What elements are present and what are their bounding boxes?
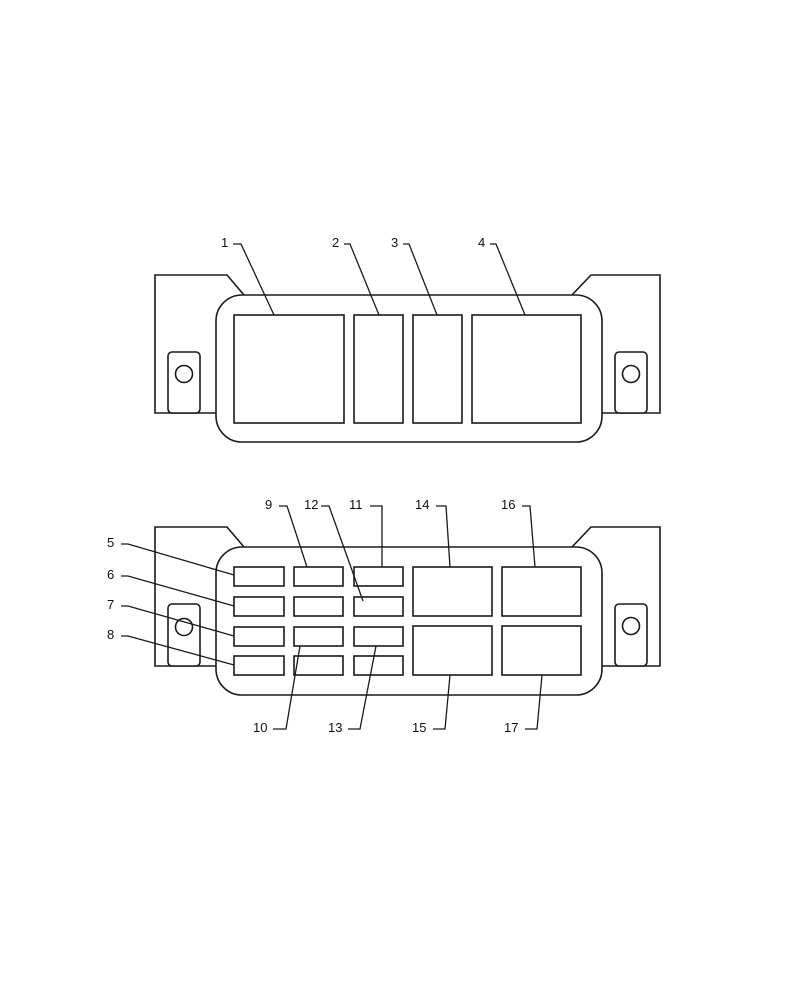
callout-9: 9 [265,497,272,512]
leader-14 [436,505,451,568]
fuse-col2-row2 [293,596,344,617]
leader-13 [348,645,377,730]
slot-2 [353,314,404,424]
leader-16 [522,505,536,568]
leader-12 [321,505,364,602]
fuse-7 [233,626,285,647]
fuse-5 [233,566,285,587]
leader-9 [279,505,308,568]
callout-17: 17 [504,720,518,735]
leader-17 [525,674,543,730]
leader-15 [433,674,451,730]
fuse-6 [233,596,285,617]
callout-4: 4 [478,235,485,250]
bottom-fuse-box: 5 6 7 8 9 10 11 12 13 14 15 16 17 [107,497,661,735]
callout-6: 6 [107,567,114,582]
relay-17 [501,625,582,676]
callout-3: 3 [391,235,398,250]
leader-10 [273,645,301,730]
relay-15 [412,625,493,676]
fuse-col3-row3 [353,626,404,647]
relay-16 [501,566,582,617]
leader-4 [490,243,526,316]
fuse-col2-row3 [293,626,344,647]
leader-7 [121,605,235,637]
fuse-10 [293,655,344,676]
right-mount-hole [621,364,641,384]
left-mount-hole [174,617,194,637]
slot-1 [233,314,345,424]
callout-13: 13 [328,720,342,735]
callout-8: 8 [107,627,114,642]
callout-15: 15 [412,720,426,735]
fuse-13 [353,655,404,676]
callout-16: 16 [501,497,515,512]
fuse-12 [353,596,404,617]
callout-14: 14 [415,497,429,512]
right-mount-hole [621,616,641,636]
leader-6 [121,575,235,607]
callout-12: 12 [304,497,318,512]
callout-1: 1 [221,235,228,250]
top-relay-box: 1 2 3 4 [154,235,661,443]
slot-3 [412,314,463,424]
fuse-9 [293,566,344,587]
leader-1 [233,243,275,316]
leader-3 [403,243,438,316]
callout-10: 10 [253,720,267,735]
fuse-11 [353,566,404,587]
leader-5 [121,543,235,576]
callout-11: 11 [349,497,363,512]
callout-5: 5 [107,535,114,550]
fuse-8 [233,655,285,676]
callout-7: 7 [107,597,114,612]
left-mount-hole [174,364,194,384]
leader-2 [344,243,380,316]
leader-11 [370,505,383,567]
leader-8 [121,635,235,666]
slot-4 [471,314,582,424]
relay-14 [412,566,493,617]
callout-2: 2 [332,235,339,250]
